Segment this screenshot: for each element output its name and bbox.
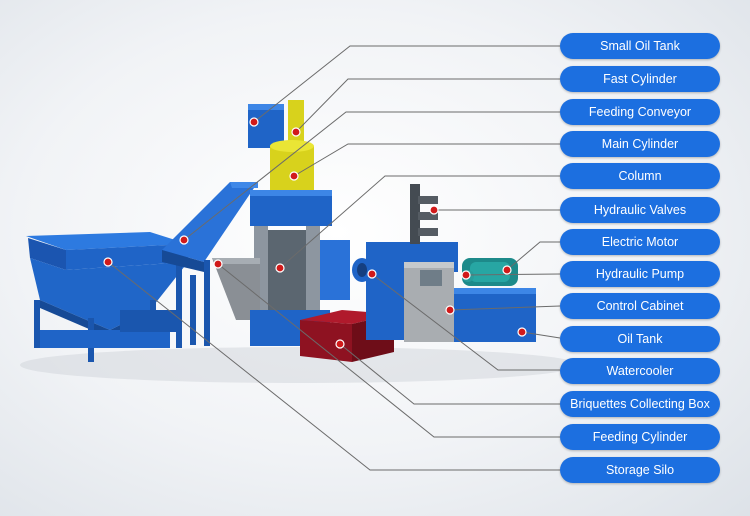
label-watercooler: Watercooler [560,358,720,384]
label-feeding-cylinder: Feeding Cylinder [560,424,720,450]
label-fast-cylinder: Fast Cylinder [560,66,720,92]
label-briquettes-collecting-box: Briquettes Collecting Box [560,391,720,417]
label-electric-motor: Electric Motor [560,229,720,255]
hydraulic-station-art [352,184,536,342]
label-hydraulic-valves: Hydraulic Valves [560,197,720,223]
storage-silo-art [26,232,188,362]
label-control-cabinet: Control Cabinet [560,293,720,319]
leader-lines [107,45,561,471]
label-hydraulic-pump: Hydraulic Pump [560,261,720,287]
press-body-art [212,100,350,346]
label-main-cylinder: Main Cylinder [560,131,720,157]
label-oil-tank: Oil Tank [560,326,720,352]
label-small-oil-tank: Small Oil Tank [560,33,720,59]
label-feeding-conveyor: Feeding Conveyor [560,99,720,125]
label-column: Column [560,163,720,189]
marker-dots [103,117,527,349]
label-storage-silo: Storage Silo [560,457,720,483]
